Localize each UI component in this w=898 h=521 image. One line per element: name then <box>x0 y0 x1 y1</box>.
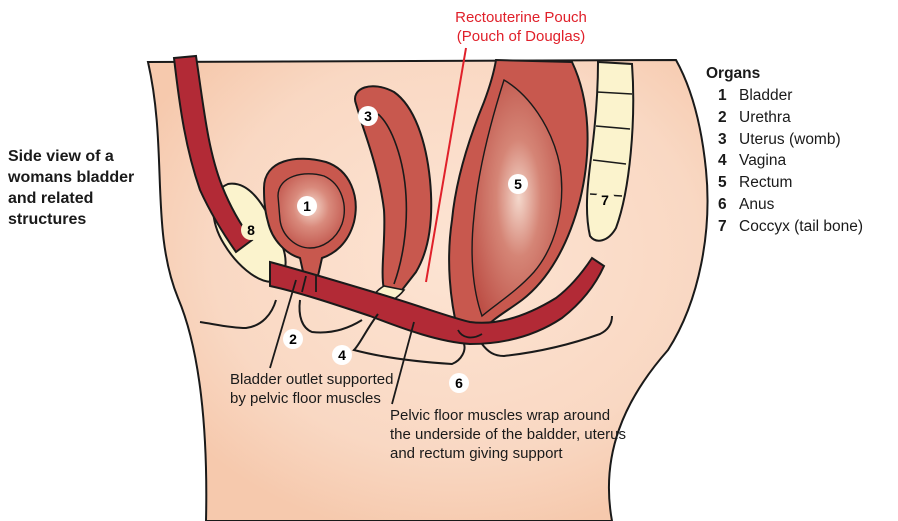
marker-3: 3 <box>358 106 378 126</box>
legend-item-uterus: 3 Uterus (womb) <box>706 129 896 151</box>
legend-number: 7 <box>718 216 739 238</box>
legend-label: Uterus (womb) <box>739 129 841 151</box>
organs-legend: Organs 1 Bladder 2 Urethra 3 Uterus (wom… <box>706 64 896 238</box>
bladder-outlet-note: Bladder outlet supported by pelvic floor… <box>230 370 400 408</box>
svg-text:6: 6 <box>455 375 463 391</box>
legend-item-coccyx: 7 Coccyx (tail bone) <box>706 216 896 238</box>
legend-number: 4 <box>718 150 739 172</box>
legend-number: 6 <box>718 194 739 216</box>
legend-label: Anus <box>739 194 774 216</box>
legend-item-urethra: 2 Urethra <box>706 107 896 129</box>
marker-7: 7 <box>595 190 615 210</box>
marker-5: 5 <box>508 174 528 194</box>
svg-text:2: 2 <box>289 331 297 347</box>
diagram-side-title: Side view of a womans bladder and relate… <box>8 146 158 230</box>
marker-1: 1 <box>297 196 317 216</box>
legend-label: Vagina <box>739 150 786 172</box>
legend-item-bladder: 1 Bladder <box>706 85 896 107</box>
pouch-label-line1: Rectouterine Pouch <box>426 8 616 27</box>
pouch-label-line2: (Pouch of Douglas) <box>426 27 616 46</box>
svg-text:3: 3 <box>364 108 372 124</box>
svg-text:8: 8 <box>247 222 255 238</box>
marker-2: 2 <box>283 329 303 349</box>
legend-label: Bladder <box>739 85 792 107</box>
svg-text:1: 1 <box>303 198 311 214</box>
legend-number: 1 <box>718 85 739 107</box>
legend-item-anus: 6 Anus <box>706 194 896 216</box>
marker-6: 6 <box>449 373 469 393</box>
legend-label: Urethra <box>739 107 791 129</box>
legend-number: 3 <box>718 129 739 151</box>
legend-title: Organs <box>706 64 896 84</box>
legend-label: Rectum <box>739 172 792 194</box>
svg-text:7: 7 <box>601 192 609 208</box>
legend-item-rectum: 5 Rectum <box>706 172 896 194</box>
legend-number: 5 <box>718 172 739 194</box>
pelvic-floor-note: Pelvic floor muscles wrap around the und… <box>390 406 630 463</box>
marker-8: 8 <box>241 220 261 240</box>
legend-item-vagina: 4 Vagina <box>706 150 896 172</box>
legend-label: Coccyx (tail bone) <box>739 216 863 238</box>
svg-text:5: 5 <box>514 176 522 192</box>
legend-number: 2 <box>718 107 739 129</box>
svg-text:4: 4 <box>338 347 346 363</box>
marker-4: 4 <box>332 345 352 365</box>
pouch-label: Rectouterine Pouch (Pouch of Douglas) <box>426 8 616 46</box>
